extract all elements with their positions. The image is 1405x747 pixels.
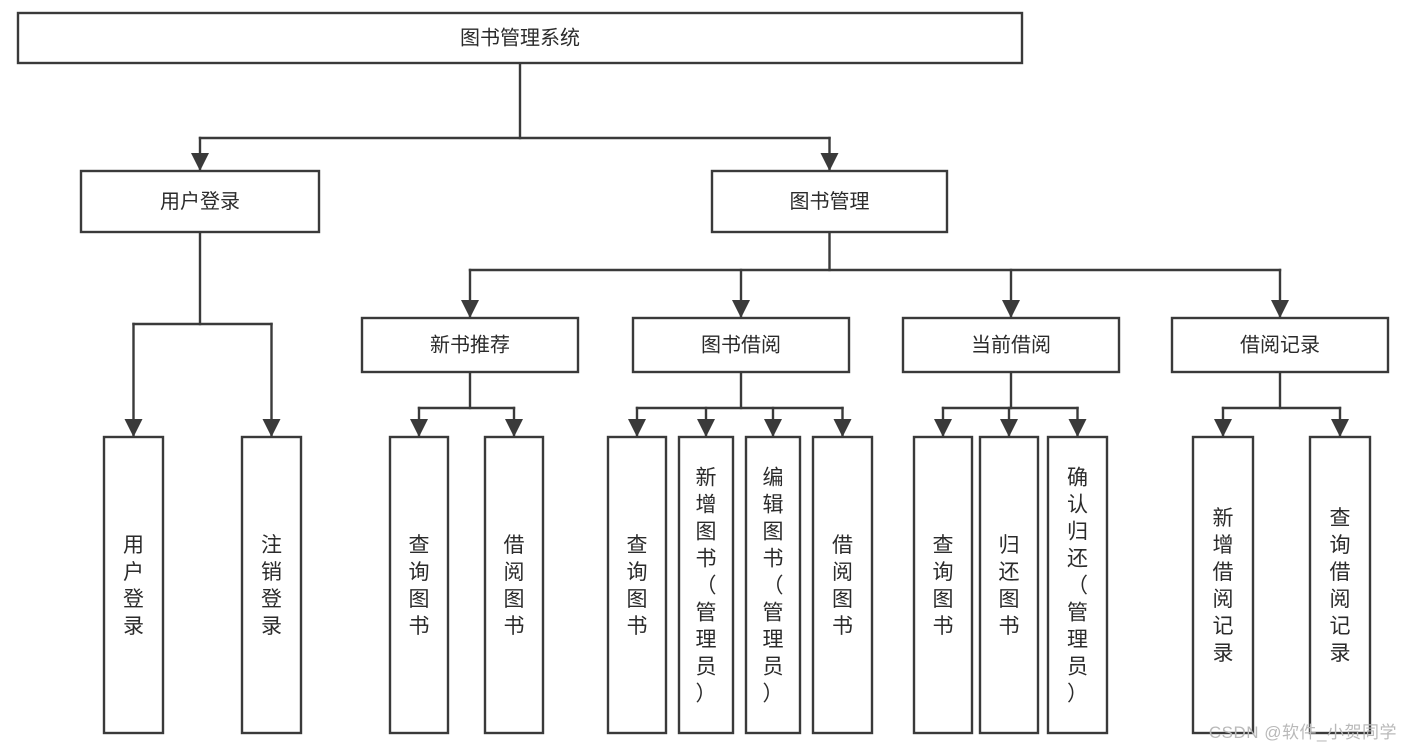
- arrow-head-icon: [1068, 419, 1087, 437]
- node-box-leaf-query-borrow-record: [1308, 435, 1372, 735]
- node-leaf-query-book-borrow[interactable]: 查询图书: [606, 435, 668, 735]
- arrow-head-icon: [262, 419, 281, 437]
- node-layer: 图书管理系统用户登录图书管理新书推荐图书借阅当前借阅借阅记录用户登录注销登录查询…: [16, 11, 1390, 735]
- node-label-leaf-query-book-cur: 查询图书: [933, 534, 954, 638]
- node-box-book-borrow: [631, 316, 851, 374]
- node-label-leaf-logout: 注销登录: [261, 534, 282, 638]
- arrow-head-icon: [1214, 419, 1232, 437]
- node-leaf-add-borrow-record[interactable]: 新增借阅记录: [1191, 435, 1255, 735]
- node-label-leaf-edit-book-admin: 编辑图书（管理员）: [763, 467, 784, 706]
- node-label-current-borrow: 当前借阅: [971, 333, 1051, 356]
- node-book-borrow[interactable]: 图书借阅: [631, 316, 851, 374]
- node-label-leaf-borrow-book: 借阅图书: [832, 534, 853, 638]
- connector-group-root: [191, 61, 839, 173]
- node-label-leaf-query-book-borrow: 查询图书: [627, 534, 648, 638]
- node-book-manage[interactable]: 图书管理: [710, 169, 949, 234]
- node-box-leaf-query-book-cur: [912, 435, 974, 735]
- node-box-root: [16, 11, 1024, 65]
- arrow-head-icon: [833, 419, 852, 437]
- node-box-leaf-logout: [240, 435, 303, 735]
- node-box-leaf-query-book-borrow: [606, 435, 668, 735]
- node-box-leaf-edit-book-admin: [744, 435, 802, 735]
- node-box-user-login: [79, 169, 321, 234]
- arrow-head-icon: [505, 419, 523, 437]
- node-leaf-borrow-book-rec[interactable]: 借阅图书: [483, 435, 545, 735]
- node-box-leaf-confirm-return-admin: [1046, 435, 1109, 735]
- node-borrow-record[interactable]: 借阅记录: [1170, 316, 1390, 374]
- node-user-login[interactable]: 用户登录: [79, 169, 321, 234]
- node-leaf-return-book[interactable]: 归还图书: [978, 435, 1040, 735]
- arrow-head-icon: [934, 419, 952, 437]
- node-box-borrow-record: [1170, 316, 1390, 374]
- node-leaf-user-login[interactable]: 用户登录: [102, 435, 165, 735]
- node-label-book-borrow: 图书借阅: [701, 333, 781, 356]
- node-label-book-manage: 图书管理: [790, 190, 870, 213]
- node-label-leaf-borrow-book-rec: 借阅图书: [504, 534, 525, 638]
- node-leaf-edit-book-admin[interactable]: 编辑图书（管理员）: [744, 435, 802, 735]
- node-root[interactable]: 图书管理系统: [16, 11, 1024, 65]
- node-label-user-login: 用户登录: [160, 190, 240, 213]
- node-box-current-borrow: [901, 316, 1121, 374]
- node-label-root: 图书管理系统: [460, 26, 580, 49]
- node-box-leaf-add-borrow-record: [1191, 435, 1255, 735]
- watermark-label: CSDN @软件_小贺同学: [1208, 723, 1397, 742]
- node-leaf-query-book-rec[interactable]: 查询图书: [388, 435, 450, 735]
- arrow-head-icon: [124, 419, 143, 437]
- node-label-leaf-add-borrow-record: 新增借阅记录: [1213, 507, 1234, 665]
- arrow-head-icon: [732, 300, 750, 318]
- arrow-head-icon: [764, 419, 782, 437]
- arrow-head-icon: [1000, 419, 1018, 437]
- node-leaf-add-book-admin[interactable]: 新增图书（管理员）: [677, 435, 735, 735]
- node-box-book-manage: [710, 169, 949, 234]
- arrow-head-icon: [628, 419, 646, 437]
- node-leaf-confirm-return-admin[interactable]: 确认归还（管理员）: [1046, 435, 1109, 735]
- node-leaf-query-book-cur[interactable]: 查询图书: [912, 435, 974, 735]
- node-box-leaf-query-book-rec: [388, 435, 450, 735]
- node-leaf-borrow-book[interactable]: 借阅图书: [811, 435, 874, 735]
- node-label-leaf-confirm-return-admin: 确认归还（管理员）: [1067, 467, 1088, 706]
- node-box-leaf-user-login: [102, 435, 165, 735]
- node-label-leaf-query-borrow-record: 查询借阅记录: [1330, 507, 1351, 665]
- connector-layer: [124, 61, 1349, 439]
- node-label-leaf-query-book-rec: 查询图书: [409, 534, 430, 638]
- node-box-leaf-return-book: [978, 435, 1040, 735]
- node-label-leaf-user-login: 用户登录: [123, 534, 144, 638]
- node-label-leaf-add-book-admin: 新增图书（管理员）: [696, 467, 717, 706]
- connector-group-user-login: [124, 230, 281, 439]
- node-box-new-book-recommend: [360, 316, 580, 374]
- arrow-head-icon: [820, 153, 839, 171]
- node-label-borrow-record: 借阅记录: [1240, 333, 1320, 356]
- connector-group-borrow-record: [1214, 370, 1349, 439]
- arrow-head-icon: [1271, 300, 1289, 318]
- node-new-book-recommend[interactable]: 新书推荐: [360, 316, 580, 374]
- node-label-new-book-recommend: 新书推荐: [430, 333, 510, 356]
- connector-group-book-borrow: [628, 370, 852, 439]
- arrow-head-icon: [1002, 300, 1020, 318]
- arrow-head-icon: [697, 419, 715, 437]
- node-label-leaf-return-book: 归还图书: [999, 534, 1020, 638]
- node-box-leaf-borrow-book: [811, 435, 874, 735]
- connector-group-current-borrow: [934, 370, 1087, 439]
- node-current-borrow[interactable]: 当前借阅: [901, 316, 1121, 374]
- node-leaf-query-borrow-record[interactable]: 查询借阅记录: [1308, 435, 1372, 735]
- arrow-head-icon: [410, 419, 428, 437]
- connector-group-new-book-recommend: [410, 370, 523, 439]
- arrow-head-icon: [191, 153, 209, 171]
- connector-group-book-manage: [461, 230, 1289, 320]
- node-box-leaf-add-book-admin: [677, 435, 735, 735]
- arrow-head-icon: [1331, 419, 1349, 437]
- node-leaf-logout[interactable]: 注销登录: [240, 435, 303, 735]
- node-box-leaf-borrow-book-rec: [483, 435, 545, 735]
- arrow-head-icon: [461, 300, 479, 318]
